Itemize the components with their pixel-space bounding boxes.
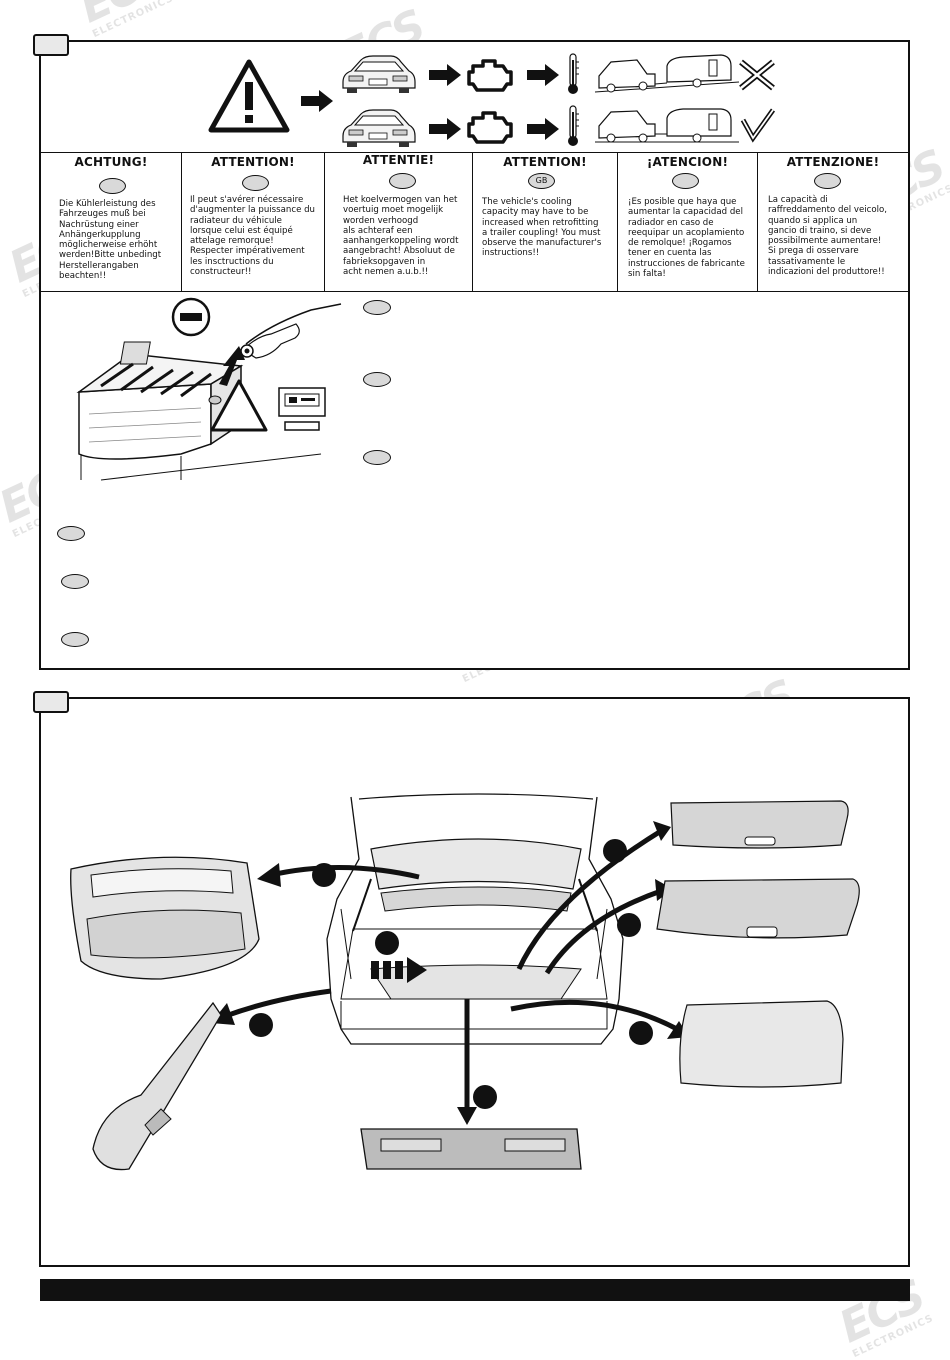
language-oval — [57, 526, 85, 541]
car-caravan-flat-icon — [595, 108, 739, 143]
engine-icon — [467, 111, 513, 144]
arrow-right-icon — [527, 64, 559, 86]
warning-title: ATTENZIONE! — [786, 155, 880, 169]
warning-col-fr: ATTENTION! Il peut s'avérer nécessaire d… — [182, 153, 325, 291]
warning-triangle-icon — [210, 379, 268, 432]
warning-text: La capacità di raffreddamento del veicol… — [768, 195, 887, 278]
check-icon — [740, 108, 776, 143]
arrow-right-icon — [527, 118, 559, 140]
footer-bar — [40, 1279, 910, 1301]
step-tab — [33, 691, 69, 713]
car-front-icon — [342, 109, 416, 147]
trunk-disassembly-panel — [39, 697, 910, 1267]
warning-text: Il peut s'avérer nécessaire d'augmenter … — [190, 195, 315, 278]
language-oval — [363, 372, 391, 387]
radio-code-icon — [278, 387, 326, 431]
warning-col-nl: ATTENTIE! Het koelvermogen van het voert… — [325, 153, 473, 291]
arrow-right-icon — [301, 90, 333, 112]
cooling-warning-panel: ACHTUNG! Die Kühlerleistung des Fahrzeug… — [39, 40, 910, 670]
warning-text: The vehicle's cooling capacity may have … — [482, 197, 602, 259]
warning-title: ACHTUNG! — [74, 155, 148, 169]
language-flag — [99, 178, 126, 194]
warning-col-it: ATTENZIONE! La capacità di raffreddament… — [758, 153, 908, 291]
language-flag: GB — [528, 173, 555, 189]
arrow-right-icon — [429, 118, 461, 140]
language-oval — [61, 574, 89, 589]
language-oval — [61, 632, 89, 647]
arrow-right-icon — [429, 64, 461, 86]
warning-col-gb: ATTENTION! GB The vehicle's cooling capa… — [473, 153, 618, 291]
warning-title: ATTENTION! — [503, 155, 587, 169]
warning-text: Het koelvermogen van het voertuig moet m… — [343, 195, 459, 278]
car-caravan-uphill-icon — [594, 54, 740, 93]
trunk-disassembly-illustration — [70, 793, 860, 1171]
warning-text: ¡Es posible que haya que aumentar la cap… — [628, 197, 745, 280]
step-tab — [33, 34, 69, 56]
language-oval — [363, 450, 391, 465]
language-flag — [814, 173, 841, 189]
car-front-icon — [342, 55, 416, 93]
warning-title: ATTENTION! — [211, 155, 295, 169]
warning-title: ¡ATENCION! — [646, 155, 729, 169]
warning-title: ATTENTIE! — [362, 153, 435, 167]
warning-col-es: ¡ATENCION! ¡Es posible que haya que aume… — [618, 153, 758, 291]
thermometer-icon — [568, 105, 579, 146]
warning-text: Die Kühlerleistung des Fahrzeuges muß be… — [59, 199, 162, 282]
negative-terminal-icon — [171, 297, 211, 337]
warning-triangle-icon — [208, 59, 290, 133]
cross-icon — [739, 59, 775, 91]
language-flag — [389, 173, 416, 189]
language-oval — [363, 300, 391, 315]
language-flag — [242, 175, 269, 191]
warning-text-row: ACHTUNG! Die Kühlerleistung des Fahrzeug… — [41, 152, 908, 292]
language-flag — [672, 173, 699, 189]
thermometer-icon — [568, 53, 579, 94]
engine-icon — [467, 59, 513, 92]
warning-col-de: ACHTUNG! Die Kühlerleistung des Fahrzeug… — [41, 153, 182, 291]
